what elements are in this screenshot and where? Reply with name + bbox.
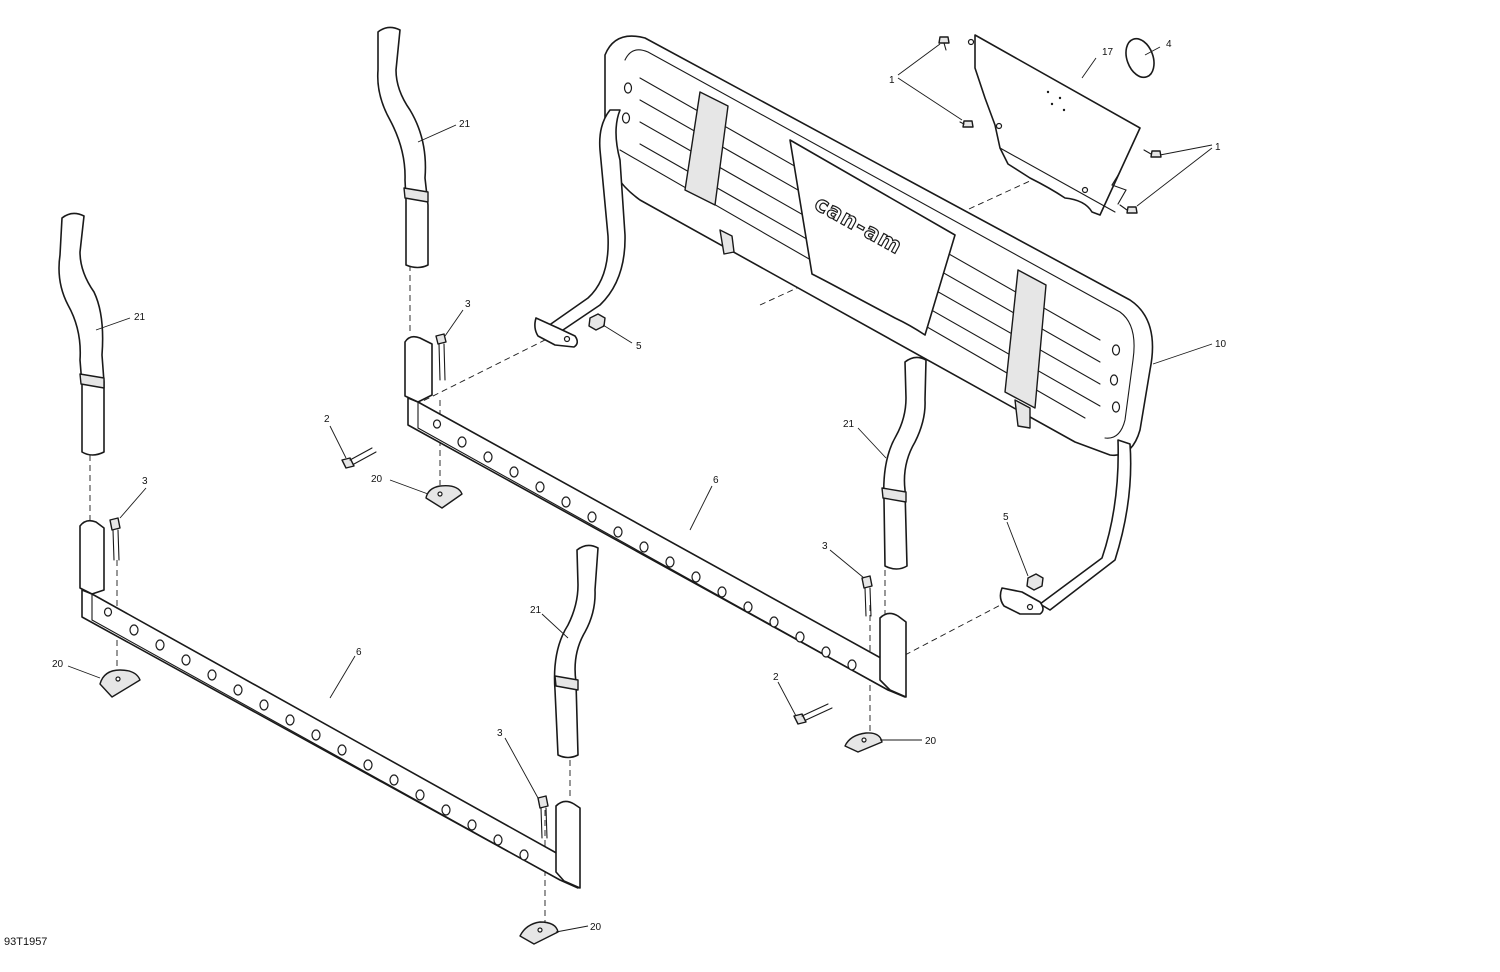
callout-20-left: 20 (52, 659, 64, 670)
callout-leaders (67, 43, 1213, 933)
callout-20-front: 20 (590, 922, 602, 933)
bolts-item-3 (109, 333, 873, 839)
callout-3-front: 3 (497, 728, 503, 739)
end-caps-item-20 (99, 484, 883, 945)
bracket-dot-pattern (1046, 90, 1066, 112)
callout-1-upper: 1 (889, 75, 895, 86)
callout-10: 10 (1215, 339, 1227, 350)
callout-6-upper: 6 (713, 475, 719, 486)
callout-numbers: 1 1 4 17 21 21 3 5 2 20 3 6 21 10 5 3 21… (52, 39, 1227, 933)
callout-5-left: 5 (636, 341, 642, 352)
callout-3-left: 3 (142, 476, 148, 487)
round-cap (1125, 37, 1155, 79)
rail-holes-lower (103, 607, 529, 861)
screws-item-1 (938, 36, 1162, 214)
callout-2-upper: 2 (324, 414, 330, 425)
callout-6-lower: 6 (356, 647, 362, 658)
upright-tube-right (881, 356, 927, 570)
callout-21-front: 21 (530, 605, 542, 616)
callout-4: 4 (1166, 39, 1172, 50)
upright-tube-left (58, 212, 105, 456)
callout-5-right: 5 (1003, 512, 1009, 523)
callout-3-right: 3 (822, 541, 828, 552)
callout-21-top: 21 (459, 119, 471, 130)
upright-tube-top (376, 26, 429, 269)
cross-rail-upper (404, 335, 907, 698)
cross-rail-lower (79, 519, 581, 889)
bracket-plate (967, 34, 1141, 216)
callout-1-right: 1 (1215, 142, 1221, 153)
rail-holes-upper (432, 419, 857, 671)
callout-20-right: 20 (925, 736, 937, 747)
callout-17: 17 (1102, 47, 1114, 58)
callout-3-top: 3 (465, 299, 471, 310)
bolts-item-2 (341, 447, 833, 725)
callout-20-upper: 20 (371, 474, 383, 485)
callout-21-left: 21 (134, 312, 146, 323)
headache-rack: can-am (534, 35, 1154, 615)
callout-21-right: 21 (843, 419, 855, 430)
upright-tube-front (553, 544, 599, 759)
drawing-id-label: 93T1957 (4, 936, 48, 948)
callout-2-lower: 2 (773, 672, 779, 683)
